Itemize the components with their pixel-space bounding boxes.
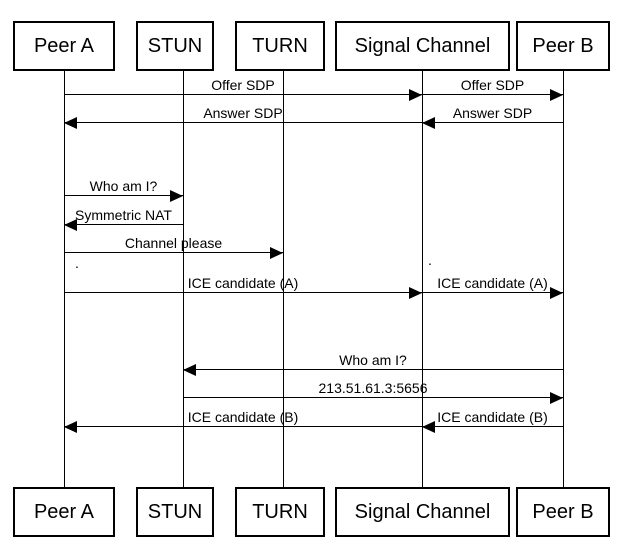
arrowhead-left-icon bbox=[183, 364, 196, 376]
lifeline-peer-b bbox=[563, 71, 564, 487]
actor-label-turn-top: TURN bbox=[252, 34, 308, 57]
actor-label-signal-channel-bottom: Signal Channel bbox=[354, 500, 491, 523]
arrowhead-left-icon bbox=[64, 421, 77, 433]
lifeline-peer-a bbox=[64, 71, 65, 487]
arrowhead-right-icon bbox=[550, 392, 563, 404]
actor-label-signal-channel-top: Signal Channel bbox=[354, 34, 491, 57]
arrowhead-right-icon bbox=[170, 190, 183, 202]
message-label: Answer SDP bbox=[203, 105, 283, 121]
actor-box-peer-a-top: Peer A bbox=[13, 21, 115, 71]
actor-box-turn-top: TURN bbox=[235, 21, 325, 71]
message-line bbox=[422, 122, 563, 123]
message-stun-to-peer-b-10: 213.51.61.3:5656 bbox=[183, 379, 563, 404]
message-signal-channel-to-peer-a-2: Answer SDP bbox=[64, 104, 422, 129]
message-line bbox=[422, 426, 563, 427]
actor-label-turn-bottom: TURN bbox=[252, 500, 308, 523]
actor-label-peer-b-top: Peer B bbox=[532, 34, 594, 57]
message-signal-channel-to-peer-a-12: ICE candidate (B) bbox=[64, 408, 422, 433]
actor-box-peer-b-bottom: Peer B bbox=[516, 487, 610, 537]
message-line bbox=[64, 122, 422, 123]
actor-box-peer-a-bottom: Peer A bbox=[13, 487, 115, 537]
arrowhead-left-icon bbox=[64, 219, 77, 231]
message-line bbox=[64, 94, 422, 95]
actor-box-turn-bottom: TURN bbox=[235, 487, 325, 537]
message-stun-to-peer-a-5: Symmetric NAT bbox=[64, 206, 183, 231]
actor-label-peer-a-bottom: Peer A bbox=[33, 500, 95, 523]
actor-box-peer-b-top: Peer B bbox=[516, 21, 610, 71]
message-line bbox=[183, 369, 563, 370]
message-label: Who am I? bbox=[339, 352, 407, 368]
message-signal-channel-to-peer-b-8: ICE candidate (A) bbox=[422, 274, 563, 299]
actor-label-peer-a-top: Peer A bbox=[33, 34, 95, 57]
message-label: Offer SDP bbox=[211, 77, 275, 93]
message-peer-a-to-stun-4: Who am I? bbox=[64, 177, 183, 202]
actor-label-stun-top: STUN bbox=[147, 34, 203, 57]
message-line bbox=[64, 195, 183, 196]
actor-box-stun-top: STUN bbox=[136, 21, 214, 71]
arrowhead-right-icon bbox=[550, 89, 563, 101]
message-line bbox=[64, 224, 183, 225]
arrowhead-left-icon bbox=[422, 421, 435, 433]
arrowhead-right-icon bbox=[409, 89, 422, 101]
lifeline-turn bbox=[283, 71, 284, 487]
message-line bbox=[422, 94, 563, 95]
message-label: Who am I? bbox=[89, 178, 158, 194]
actor-box-signal-channel-bottom: Signal Channel bbox=[335, 487, 510, 537]
message-line bbox=[183, 397, 563, 398]
message-peer-b-to-signal-channel-11: ICE candidate (B) bbox=[422, 408, 563, 433]
message-label: 213.51.61.3:5656 bbox=[318, 380, 428, 396]
message-line bbox=[64, 292, 422, 293]
message-label: ICE candidate (A) bbox=[437, 275, 548, 291]
message-line bbox=[422, 292, 563, 293]
arrowhead-right-icon bbox=[409, 287, 422, 299]
message-line bbox=[64, 426, 422, 427]
message-label: Channel please bbox=[124, 235, 223, 251]
message-label: Answer SDP bbox=[452, 105, 533, 121]
message-label: Offer SDP bbox=[460, 77, 525, 93]
message-label: ICE candidate (B) bbox=[187, 409, 299, 425]
actor-box-stun-bottom: STUN bbox=[136, 487, 214, 537]
lifeline-signal-channel bbox=[422, 71, 423, 487]
lifeline-stun bbox=[183, 71, 184, 487]
message-peer-a-to-turn-6: Channel please bbox=[64, 234, 283, 259]
actor-label-peer-b-bottom: Peer B bbox=[532, 500, 594, 523]
message-label: Symmetric NAT bbox=[75, 207, 172, 223]
arrowhead-right-icon bbox=[270, 247, 283, 259]
arrowhead-left-icon bbox=[64, 117, 77, 129]
stray-dot-0: . bbox=[75, 255, 79, 271]
actor-box-signal-channel-top: Signal Channel bbox=[335, 21, 510, 71]
message-line bbox=[64, 252, 283, 253]
arrowhead-left-icon bbox=[422, 117, 435, 129]
message-peer-a-to-signal-channel-7: ICE candidate (A) bbox=[64, 274, 422, 299]
stray-dot-1: . bbox=[428, 252, 432, 268]
actor-label-stun-bottom: STUN bbox=[147, 500, 203, 523]
message-peer-a-to-signal-channel-0: Offer SDP bbox=[64, 76, 422, 101]
message-peer-b-to-signal-channel-3: Answer SDP bbox=[422, 104, 563, 129]
message-label: ICE candidate (B) bbox=[437, 409, 548, 425]
message-label: ICE candidate (A) bbox=[187, 275, 299, 291]
message-signal-channel-to-peer-b-1: Offer SDP bbox=[422, 76, 563, 101]
message-peer-b-to-stun-9: Who am I? bbox=[183, 351, 563, 376]
arrowhead-right-icon bbox=[550, 287, 563, 299]
